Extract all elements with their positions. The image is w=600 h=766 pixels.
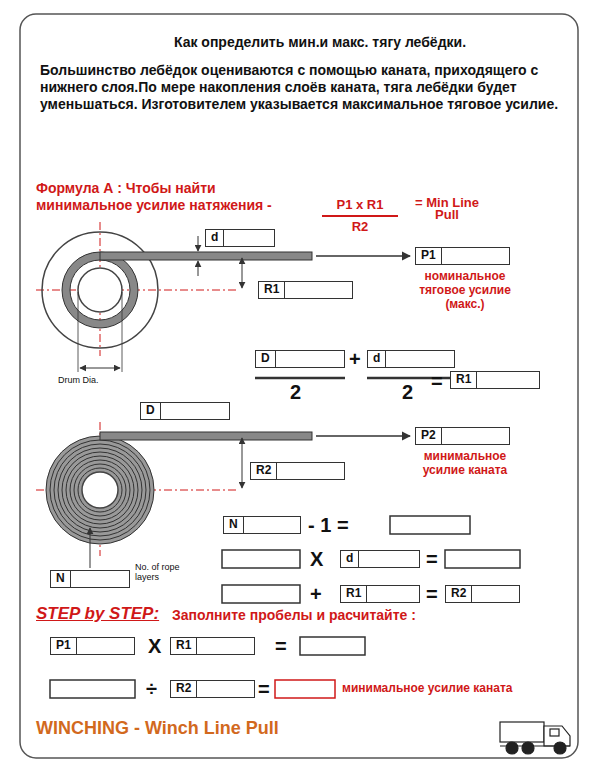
box-label: R1 (259, 282, 285, 298)
max-pull-note: номинальное тяговое усилие (макс.) (405, 270, 525, 311)
step-heading: STEP by STEP: (36, 604, 159, 624)
input-box: d (367, 350, 455, 368)
truck-icon (500, 722, 570, 754)
operator: ÷ (146, 679, 157, 699)
formula-heading: Формула А : Чтобы найти минимальное усил… (36, 180, 306, 214)
box-label: d (206, 230, 224, 246)
input-box: d (205, 229, 275, 247)
result-note: минимальное усилие каната (342, 682, 542, 696)
box-label: R1 (341, 586, 367, 602)
box-label: R2 (446, 586, 472, 602)
operator: - 1 = (308, 515, 349, 535)
dimension-label: No. of rope layers (135, 563, 205, 583)
drum-multi-layer (36, 422, 410, 568)
box-label: R1 (451, 372, 477, 388)
denominator: 2 (402, 382, 422, 402)
input-box: D (140, 402, 230, 420)
operator: = (426, 584, 438, 604)
formula-numerator: P1 x R1 (320, 197, 400, 213)
operator: = (431, 371, 443, 391)
input-box: R1 (340, 585, 420, 603)
input-box: N (50, 570, 130, 588)
box-label: P1 (51, 638, 77, 654)
input-box: R1 (258, 281, 353, 299)
box-label: R2 (171, 681, 197, 697)
footer-title: WINCHING - Winch Line Pull (36, 718, 279, 740)
fraction-line (255, 377, 345, 380)
input-box: P1 (50, 637, 135, 655)
box-label: N (51, 571, 71, 587)
input-box: d (340, 550, 420, 568)
box-label: P2 (416, 428, 442, 444)
input-box: N (223, 516, 301, 534)
operator: = (275, 636, 287, 656)
box-label: N (224, 517, 244, 533)
operator: + (349, 349, 361, 369)
operator: = (426, 549, 438, 569)
input-box: D (255, 350, 345, 368)
box-label: R2 (251, 463, 277, 479)
min-pull-note: минимальное усилие каната (405, 450, 525, 478)
box-label: d (368, 351, 386, 367)
input-box: P2 (415, 427, 510, 445)
operator: X (148, 636, 161, 656)
page-frame (20, 14, 578, 758)
operator: X (310, 549, 323, 569)
input-box: R1 (170, 637, 255, 655)
step-instruction: Заполните пробелы и расчитайте : (172, 607, 472, 624)
box-label: D (141, 403, 161, 419)
intro-paragraph: Большинство лебёдок оцениваются с помощь… (40, 62, 570, 112)
input-box: R2 (445, 585, 520, 603)
denominator: 2 (290, 382, 310, 402)
box-label: d (341, 551, 359, 567)
input-box: R2 (170, 680, 255, 698)
drum-single-layer (36, 222, 410, 372)
input-box: P1 (415, 247, 510, 265)
fraction-line (322, 215, 398, 217)
dimension-label: Drum Dia. (58, 376, 99, 386)
operator: + (310, 584, 322, 604)
box-label: P1 (416, 248, 442, 264)
formula-result: = Min Line Pull (402, 197, 492, 222)
page-title: Как определить мин.и макс. тягу лебёдки. (90, 34, 550, 51)
box-label: D (256, 351, 276, 367)
input-box: R1 (450, 371, 540, 389)
box-label: R1 (171, 638, 197, 654)
formula-denominator: R2 (320, 219, 400, 235)
operator: = (258, 679, 270, 699)
input-box: R2 (250, 462, 345, 480)
